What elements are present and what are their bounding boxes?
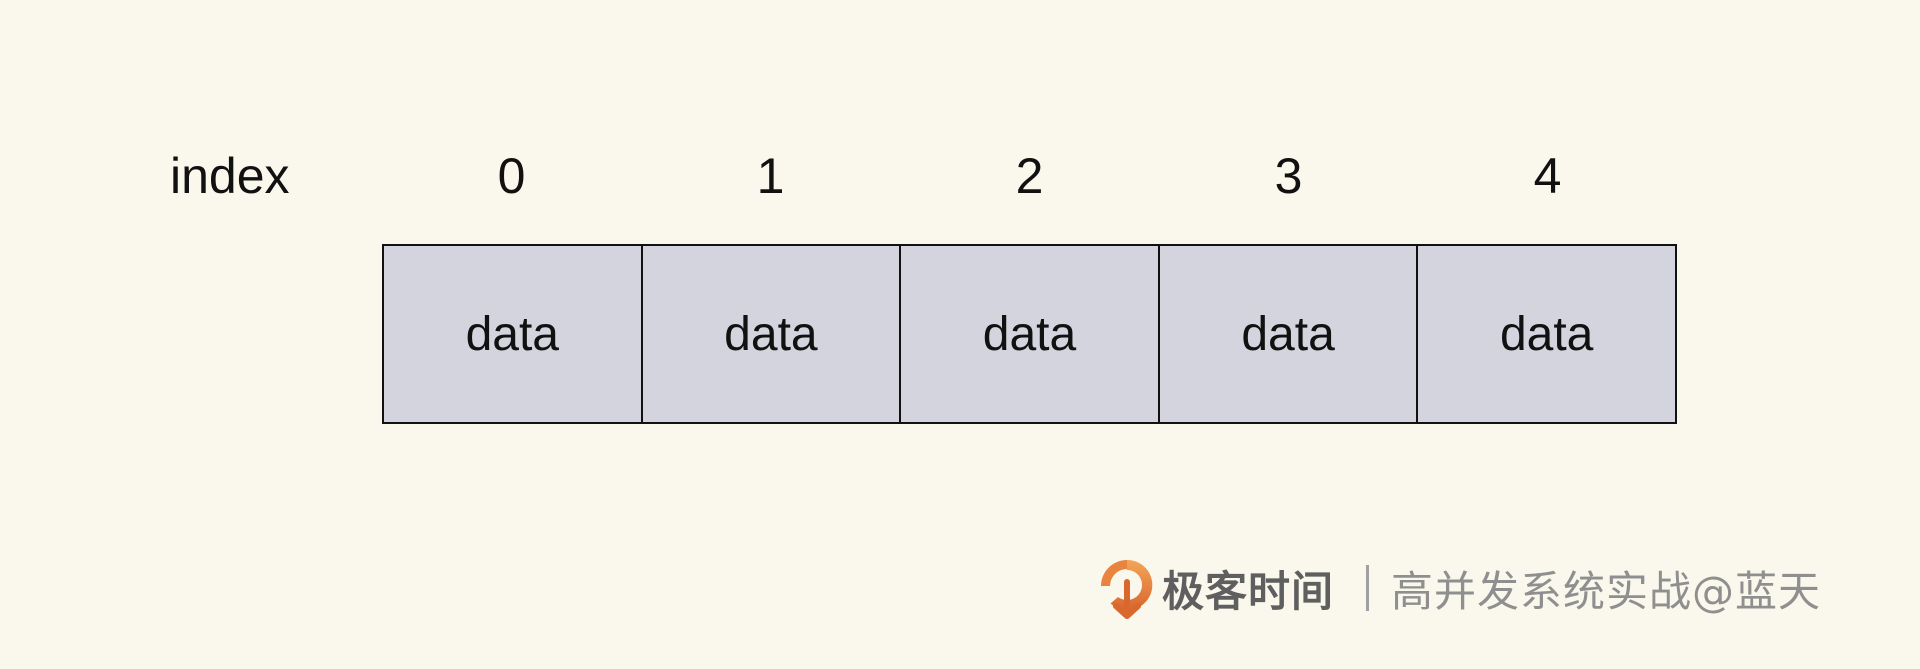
array-cell-0: data	[384, 246, 641, 422]
geekbang-logo-icon	[1101, 559, 1153, 619]
index-number-1: 1	[756, 148, 785, 204]
watermark-brand: 极客时间	[1162, 566, 1335, 616]
watermark-course: 高并发系统实战@蓝天	[1391, 566, 1822, 616]
index-number-0: 0	[497, 148, 526, 204]
watermark: 极客时间 高并发系统实战@蓝天	[1098, 556, 1821, 620]
array-cell-3: data	[1157, 246, 1417, 422]
index-label: index	[170, 148, 290, 204]
array-cell-1: data	[640, 246, 900, 422]
index-number-3: 3	[1274, 148, 1303, 204]
array-block: data data data data data	[382, 244, 1677, 424]
index-number-2: 2	[1015, 148, 1044, 204]
array-cell-4: data	[1416, 246, 1675, 422]
index-number-4: 4	[1533, 148, 1562, 204]
array-cell-2: data	[899, 246, 1158, 422]
watermark-separator	[1366, 565, 1370, 611]
